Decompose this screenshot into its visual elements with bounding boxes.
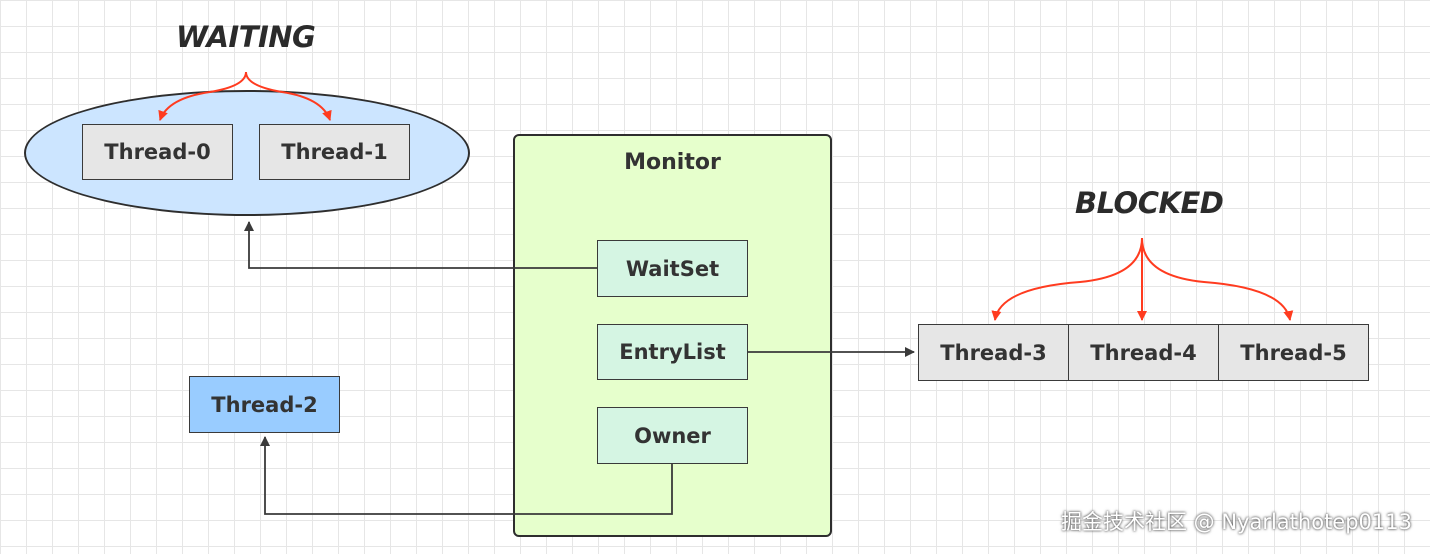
watermark-text: 掘金技术社区 @ Nyarlathotep0113 [1060,510,1412,534]
monitor-title: Monitor [624,150,721,175]
wait-set-field: WaitSet [597,240,748,297]
thread-1-node: Thread-1 [259,124,410,180]
thread-3-node: Thread-3 [918,324,1069,381]
thread-4-node: Thread-4 [1068,324,1219,381]
thread-0-node: Thread-0 [82,124,233,180]
thread-5-node: Thread-5 [1218,324,1369,381]
blocked-state-label: BLOCKED [1075,186,1224,220]
blocked-fork-arrow-left [991,237,1143,321]
waitset-to-waiting-arrow [244,221,597,269]
blocked-fork-arrow-right [1141,237,1294,321]
waiting-fork-arrow-right [245,71,332,121]
waiting-fork-arrow-left [158,71,247,121]
owner-field: Owner [597,407,748,464]
entry-list-field: EntryList [597,324,748,380]
waiting-state-label: WAITING [176,20,316,54]
owner-to-thread-2-arrow [260,436,673,515]
thread-2-node: Thread-2 [189,376,340,433]
